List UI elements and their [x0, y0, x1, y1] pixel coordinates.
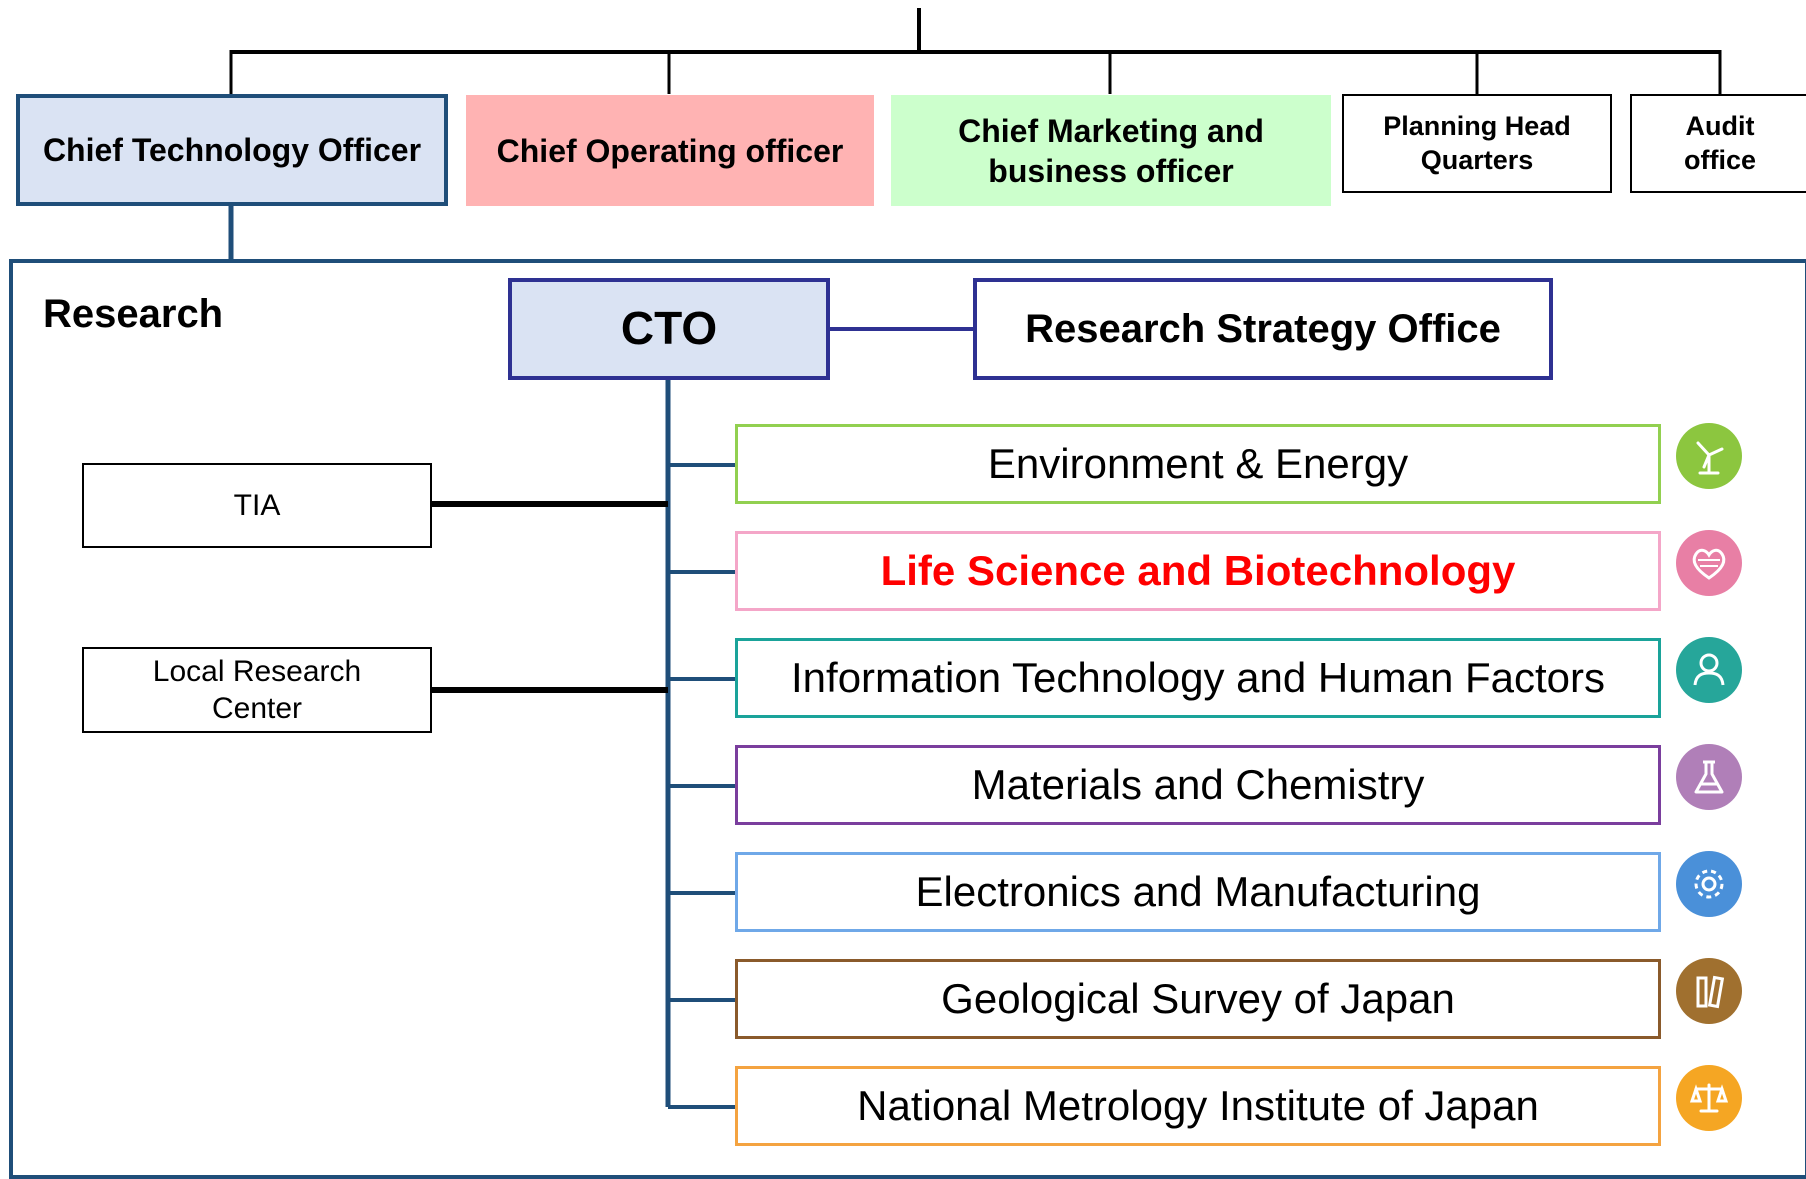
audit-office-label: Audit office [1683, 110, 1756, 175]
audit-office-box: Audit office [1630, 94, 1806, 193]
scale-icon [1676, 1065, 1742, 1131]
chief-technology-officer-label: Chief Technology Officer [42, 132, 422, 168]
chief-technology-officer-box: Chief Technology Officer [16, 94, 448, 206]
department-label: Materials and Chemistry [971, 760, 1425, 808]
chief-marketing-officer-box: Chief Marketing and business officer [891, 95, 1331, 206]
planning-head-quarters-box: Planning Head Quarters [1342, 94, 1612, 193]
planning-head-quarters-label: Planning Head Quarters [1383, 110, 1571, 175]
department-label: Electronics and Manufacturing [915, 867, 1481, 915]
person-icon [1676, 637, 1742, 703]
research-strategy-office-label: Research Strategy Office [1025, 307, 1501, 351]
gear-icon [1676, 851, 1742, 917]
department-label: Geological Survey of Japan [941, 974, 1455, 1022]
department-box-materials-chemistry: Materials and Chemistry [735, 745, 1661, 825]
tools-icon [1676, 958, 1742, 1024]
cto-box: CTO [508, 278, 830, 380]
research-section-label: Research [43, 292, 224, 336]
department-box-metrology-institute: National Metrology Institute of Japan [735, 1066, 1661, 1146]
tia-label: TIA [233, 488, 281, 522]
department-label: National Metrology Institute of Japan [857, 1081, 1539, 1129]
department-box-geological-survey: Geological Survey of Japan [735, 959, 1661, 1039]
department-label: Information Technology and Human Factors [791, 653, 1605, 701]
department-box-life-science: Life Science and Biotechnology [735, 531, 1661, 611]
department-box-electronics-manufacturing: Electronics and Manufacturing [735, 852, 1661, 932]
local-research-center-label: Local Research Center [152, 654, 362, 726]
department-label: Life Science and Biotechnology [880, 546, 1516, 594]
heart-icon [1676, 530, 1742, 596]
chief-operating-officer-label: Chief Operating officer [496, 132, 844, 169]
research-strategy-office-box: Research Strategy Office [973, 278, 1553, 380]
tia-box: TIA [82, 463, 432, 548]
department-label: Environment & Energy [987, 439, 1409, 487]
wind-turbine-icon [1676, 423, 1742, 489]
chief-operating-officer-box: Chief Operating officer [466, 95, 874, 206]
local-research-center-box: Local Research Center [82, 647, 432, 733]
department-box-environment-energy: Environment & Energy [735, 424, 1661, 504]
cto-label: CTO [620, 302, 718, 355]
flask-icon [1676, 744, 1742, 810]
department-box-information-technology: Information Technology and Human Factors [735, 638, 1661, 718]
chief-marketing-officer-label: Chief Marketing and business officer [958, 112, 1264, 189]
